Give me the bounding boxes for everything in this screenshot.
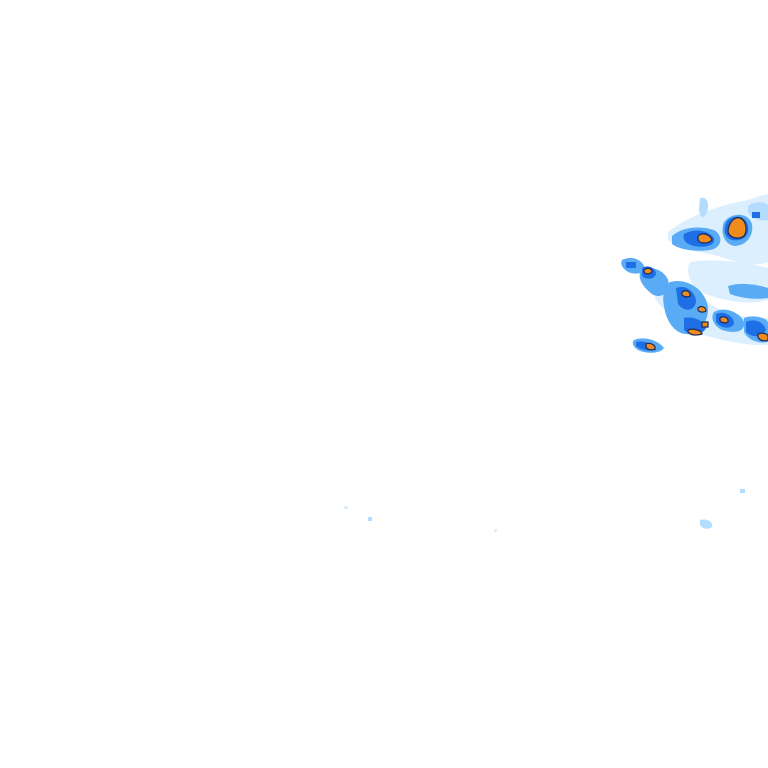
precip-cell-heavy — [757, 332, 768, 342]
precip-cell-heavy — [681, 290, 691, 298]
precip-cell-light — [740, 489, 745, 493]
precip-cell-strong — [676, 286, 696, 310]
precip-cell-light — [344, 506, 348, 509]
precip-cell-heavy — [697, 305, 707, 313]
precip-cell-heavy — [701, 321, 709, 328]
precip-heavy-layer — [643, 217, 768, 351]
precip-cell-heavy — [687, 328, 703, 336]
precip-cell-light — [368, 517, 372, 521]
precip-cell-strong — [752, 212, 760, 218]
precip-cell-light — [699, 197, 709, 218]
precip-cell-heavy — [697, 233, 713, 244]
precip-cell-light — [494, 529, 497, 532]
precip-cell-moderate — [728, 283, 768, 299]
precip-cell-strong — [626, 262, 636, 268]
precip-cell-light — [700, 519, 713, 529]
precip-cell-heavy — [719, 316, 729, 324]
precip-cell-heavy — [727, 217, 747, 239]
precip-cell-strong — [746, 320, 766, 337]
precip-cell-heavy — [645, 342, 656, 351]
precip-cell-heavy — [643, 267, 653, 275]
